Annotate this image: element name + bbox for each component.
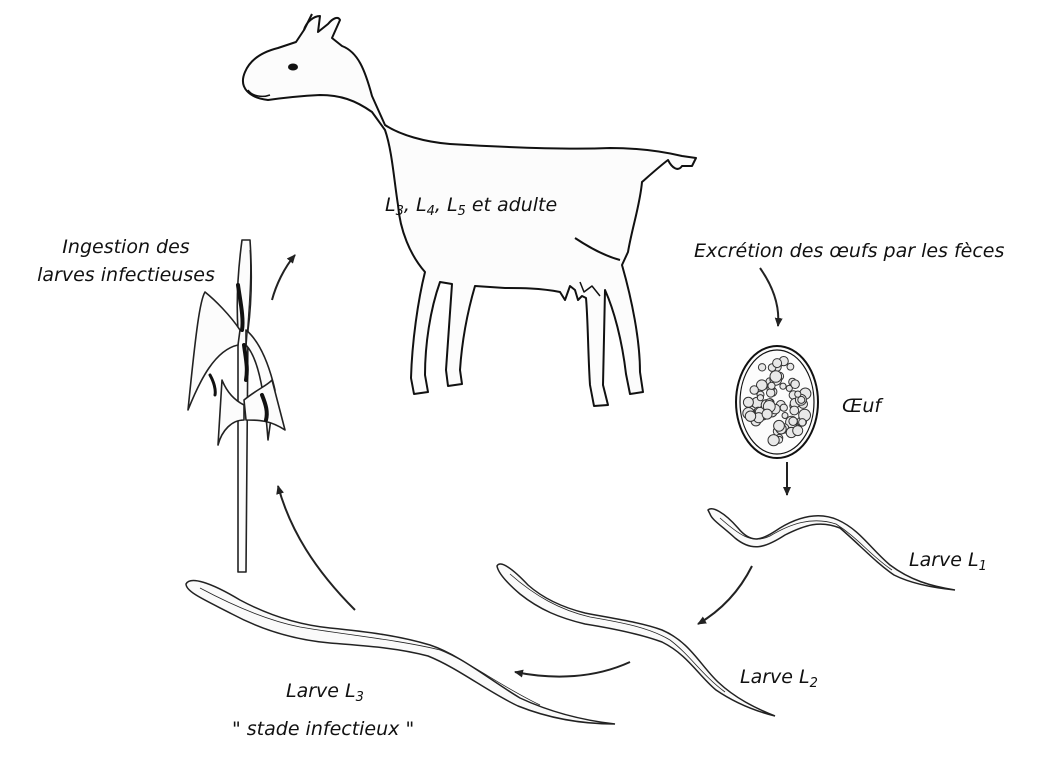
- egg-illustration: [736, 346, 818, 458]
- egg-cell: [750, 386, 758, 394]
- egg-cell: [767, 389, 775, 397]
- egg-cell: [758, 364, 765, 371]
- excretion-label: Excrétion des œufs par les fèces: [694, 240, 1004, 262]
- larva-l2-label: Larve L2: [740, 666, 818, 691]
- egg-cell: [757, 395, 763, 401]
- arrow-l2-to-l3: [515, 662, 630, 677]
- egg-cell: [780, 383, 786, 389]
- egg-cell: [787, 363, 794, 370]
- egg-cell: [774, 420, 785, 431]
- egg-cell: [790, 406, 799, 415]
- larva-l1-label: Larve L1: [909, 549, 987, 574]
- egg-cell: [782, 413, 788, 419]
- egg-cell: [799, 419, 806, 426]
- egg-cell: [793, 426, 803, 436]
- egg-cell: [780, 404, 787, 411]
- ingestion-label: Ingestion des larves infectieuses: [8, 236, 244, 286]
- egg-cell: [745, 411, 755, 421]
- egg-cell: [795, 391, 801, 397]
- ingestion-label-line-2: larves infectieuses: [8, 264, 244, 286]
- egg-cell: [773, 359, 782, 368]
- ingestion-label-line-1: Ingestion des: [8, 236, 244, 258]
- egg-cell: [770, 371, 782, 383]
- host-stages-label: L3, L4, L5 et adulte: [385, 194, 557, 219]
- egg-cell: [791, 380, 800, 389]
- egg-cell: [768, 435, 779, 446]
- arrow-excretion-to-egg: [760, 268, 778, 326]
- egg-cell: [762, 409, 772, 419]
- arrow-plant-to-goat: [272, 255, 295, 300]
- grass-plant: [188, 240, 285, 572]
- egg-cell: [743, 397, 753, 407]
- egg-cell: [789, 417, 797, 425]
- infectious-stage-label: " stade infectieux ": [232, 718, 414, 740]
- arrow-l3-to-plant: [278, 486, 355, 610]
- egg-cell: [768, 382, 775, 389]
- larva-l3-label: Larve L3: [286, 680, 364, 705]
- cycle-arrows: [272, 255, 787, 677]
- larva-l2-illustration: [497, 564, 775, 716]
- arrow-l1-to-l2: [698, 566, 752, 624]
- egg-label: Œuf: [842, 395, 881, 417]
